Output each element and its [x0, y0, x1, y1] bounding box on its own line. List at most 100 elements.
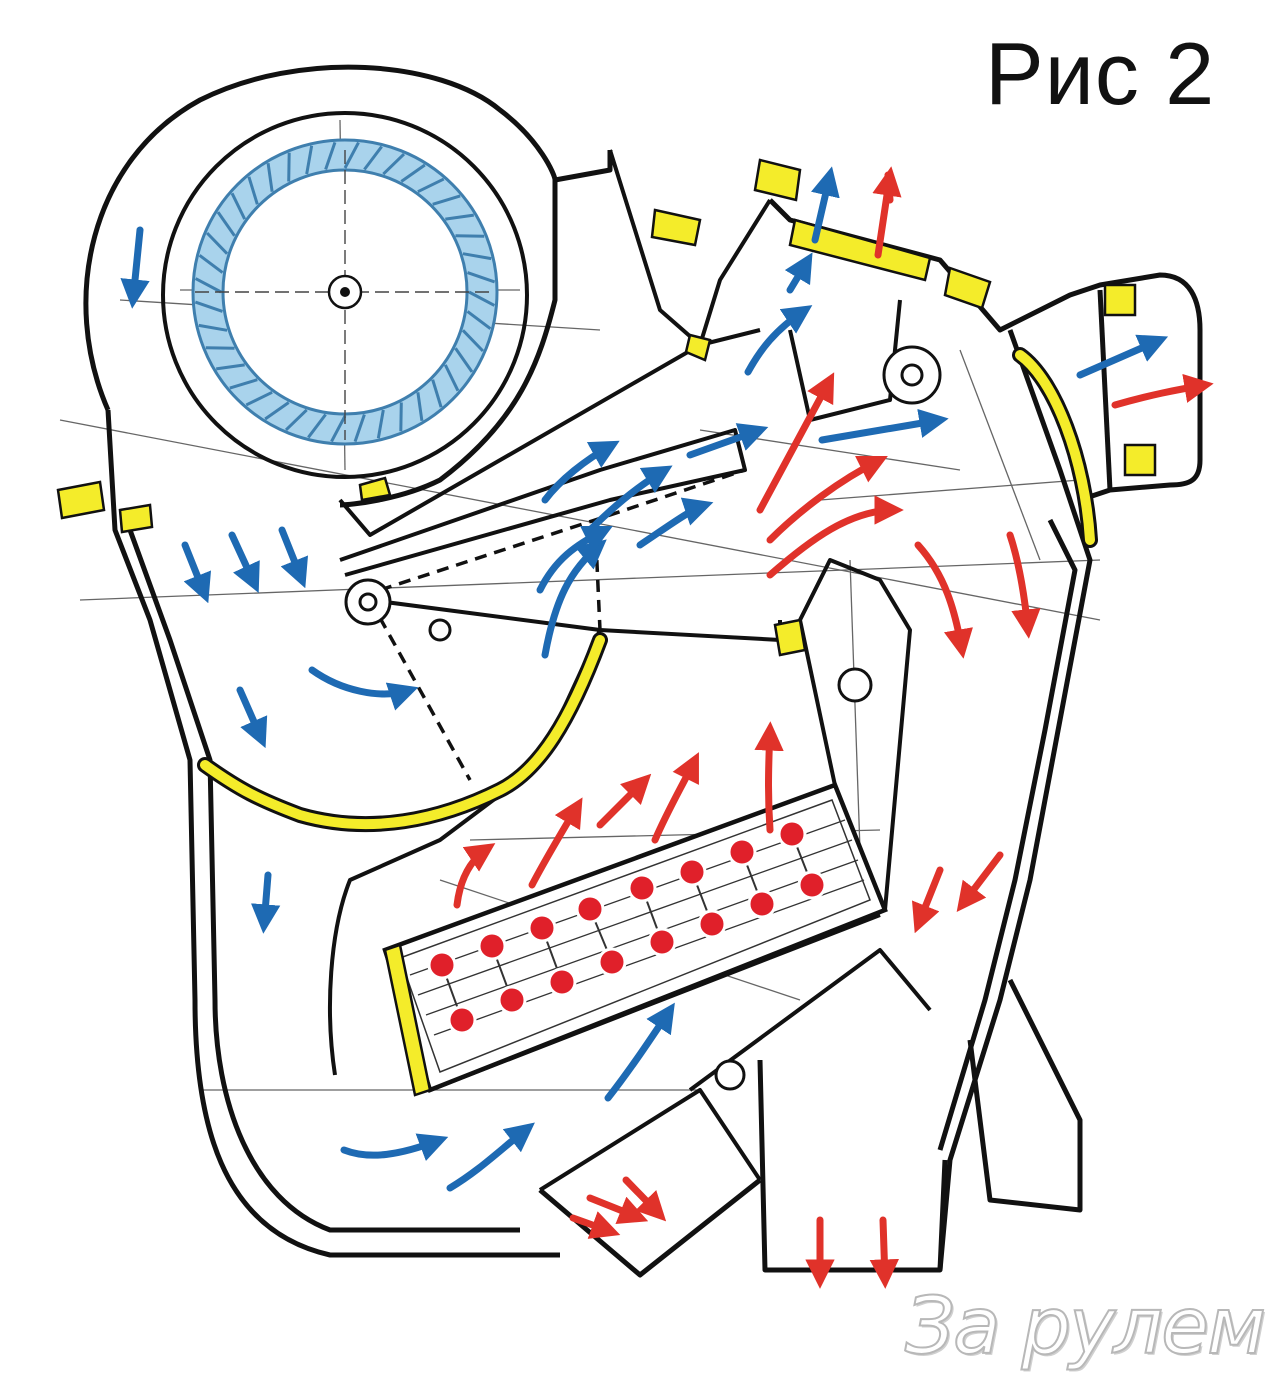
cold-airflow-arrow-icon: [784, 252, 813, 294]
hot-airflow-arrow-icon: [528, 797, 583, 889]
hot-airflow-arrow-icon: [869, 1216, 900, 1289]
hot-airflow-arrow-icon: [914, 541, 973, 659]
heater-tube: [527, 913, 557, 943]
fan-blade: [400, 163, 426, 183]
figure-title: Рис 2: [985, 24, 1216, 123]
fan-blade: [466, 271, 496, 284]
heater-tube: [547, 967, 577, 997]
fan-blade: [198, 254, 224, 274]
fan-blade: [466, 310, 492, 330]
fan-blade: [330, 415, 347, 443]
hot-airflow-arrow-icon: [754, 721, 784, 834]
heater-tube: [477, 931, 507, 961]
fan-blade: [264, 401, 290, 421]
fan-impeller-icon: [161, 111, 529, 479]
fan-blade: [445, 213, 474, 221]
cold-airflow-arrow-icon: [636, 497, 714, 549]
cold-airflow-arrow-icon: [541, 539, 607, 659]
fan-blade: [266, 163, 274, 192]
hot-airflow-arrow-icon: [956, 851, 1004, 913]
cold-airflow-arrow-icon: [250, 871, 281, 934]
hot-airflow-arrow-icon: [1111, 373, 1214, 409]
pivot-icon: [344, 345, 942, 1091]
fan-blade: [461, 329, 484, 353]
cold-airflow-arrow-icon: [308, 666, 419, 711]
fan-blade: [229, 378, 258, 390]
heater-tube: [647, 927, 677, 957]
cold-airflow-arrow-icon: [541, 440, 620, 504]
heater-tube: [575, 894, 605, 924]
fan-blade: [363, 145, 383, 171]
cold-airflow-arrow-icon: [686, 423, 769, 459]
heater-tube: [597, 947, 627, 977]
fan-blade: [284, 408, 308, 431]
fan-blade: [468, 290, 496, 307]
fan-blade: [324, 141, 337, 171]
fan-blade: [462, 252, 492, 261]
fan-blade: [194, 300, 224, 313]
heater-tube: [497, 985, 527, 1015]
fan-blade: [198, 323, 228, 332]
fan-blade: [194, 277, 222, 294]
heater-tube: [427, 950, 457, 980]
hot-airflow-arrow-icon: [766, 456, 888, 544]
heater-tube: [447, 1005, 477, 1035]
flap-alt-positions: [368, 468, 746, 781]
fan-blade: [230, 192, 247, 220]
cold-airflow-arrow-icon: [586, 465, 673, 534]
heater-tube: [747, 889, 777, 919]
cold-airflow-arrows: [120, 166, 1169, 1192]
seal-strips: [197, 347, 1098, 833]
fan-blade: [245, 390, 273, 407]
cold-airflow-arrow-icon: [818, 408, 949, 444]
cold-airflow-arrow-icon: [278, 526, 309, 589]
hot-airflow-arrow-icon: [1006, 531, 1041, 639]
fan-blade: [417, 177, 445, 194]
fan-blade: [307, 413, 327, 439]
fan-blade: [353, 413, 366, 443]
watermark-logo: За рулем: [904, 1282, 1267, 1372]
cold-airflow-arrow-icon: [120, 226, 150, 309]
cold-airflow-arrow-icon: [228, 531, 260, 594]
hot-airflow-arrow-icon: [756, 372, 835, 514]
fan-blade: [343, 141, 360, 169]
heater-tube: [697, 909, 727, 939]
hot-airflow-arrow-icon: [453, 843, 496, 909]
heater-core-icon: [382, 782, 888, 1093]
fan-blade: [247, 176, 259, 205]
heater-tube: [627, 873, 657, 903]
fan-blade: [443, 364, 460, 392]
cold-airflow-arrow-icon: [340, 1133, 449, 1161]
hot-airflow-arrow-icon: [622, 1176, 667, 1222]
cold-airflow-arrow-icon: [604, 1002, 675, 1102]
cold-airflow-arrow-icon: [1076, 334, 1169, 379]
heater-tube: [797, 870, 827, 900]
fan-blade: [454, 347, 474, 373]
fan-blade: [216, 363, 245, 371]
fan-blade: [206, 231, 229, 255]
hot-airflow-arrow-icon: [766, 495, 904, 579]
heater-tube: [727, 837, 757, 867]
hot-airflow-arrow-icon: [569, 1211, 621, 1239]
hot-airflow-arrow-icon: [596, 773, 652, 829]
fan-blade: [216, 211, 236, 237]
fan-blade: [432, 194, 461, 206]
heater-tube: [677, 857, 707, 887]
heater-tube: [777, 819, 807, 849]
cold-airflow-arrow-icon: [181, 541, 212, 604]
hot-airflow-arrow-icon: [911, 866, 944, 934]
hot-airflow-arrow-icon: [651, 752, 699, 844]
cold-airflow-arrow-icon: [536, 526, 613, 594]
fan-blade: [376, 409, 385, 439]
seals: [56, 158, 1157, 1097]
hot-airflow-arrows: [453, 175, 1214, 1289]
cold-airflow-arrow-icon: [744, 305, 813, 376]
cold-airflow-arrow-icon: [236, 686, 268, 749]
hot-airflow-arrow-icon: [878, 175, 890, 259]
cold-airflow-arrow-icon: [811, 166, 840, 244]
cold-airflow-arrow-icon: [446, 1122, 535, 1192]
fan-blade: [382, 153, 406, 176]
hot-airflow-arrow-icon: [586, 1194, 649, 1225]
fan-blade: [416, 392, 424, 421]
